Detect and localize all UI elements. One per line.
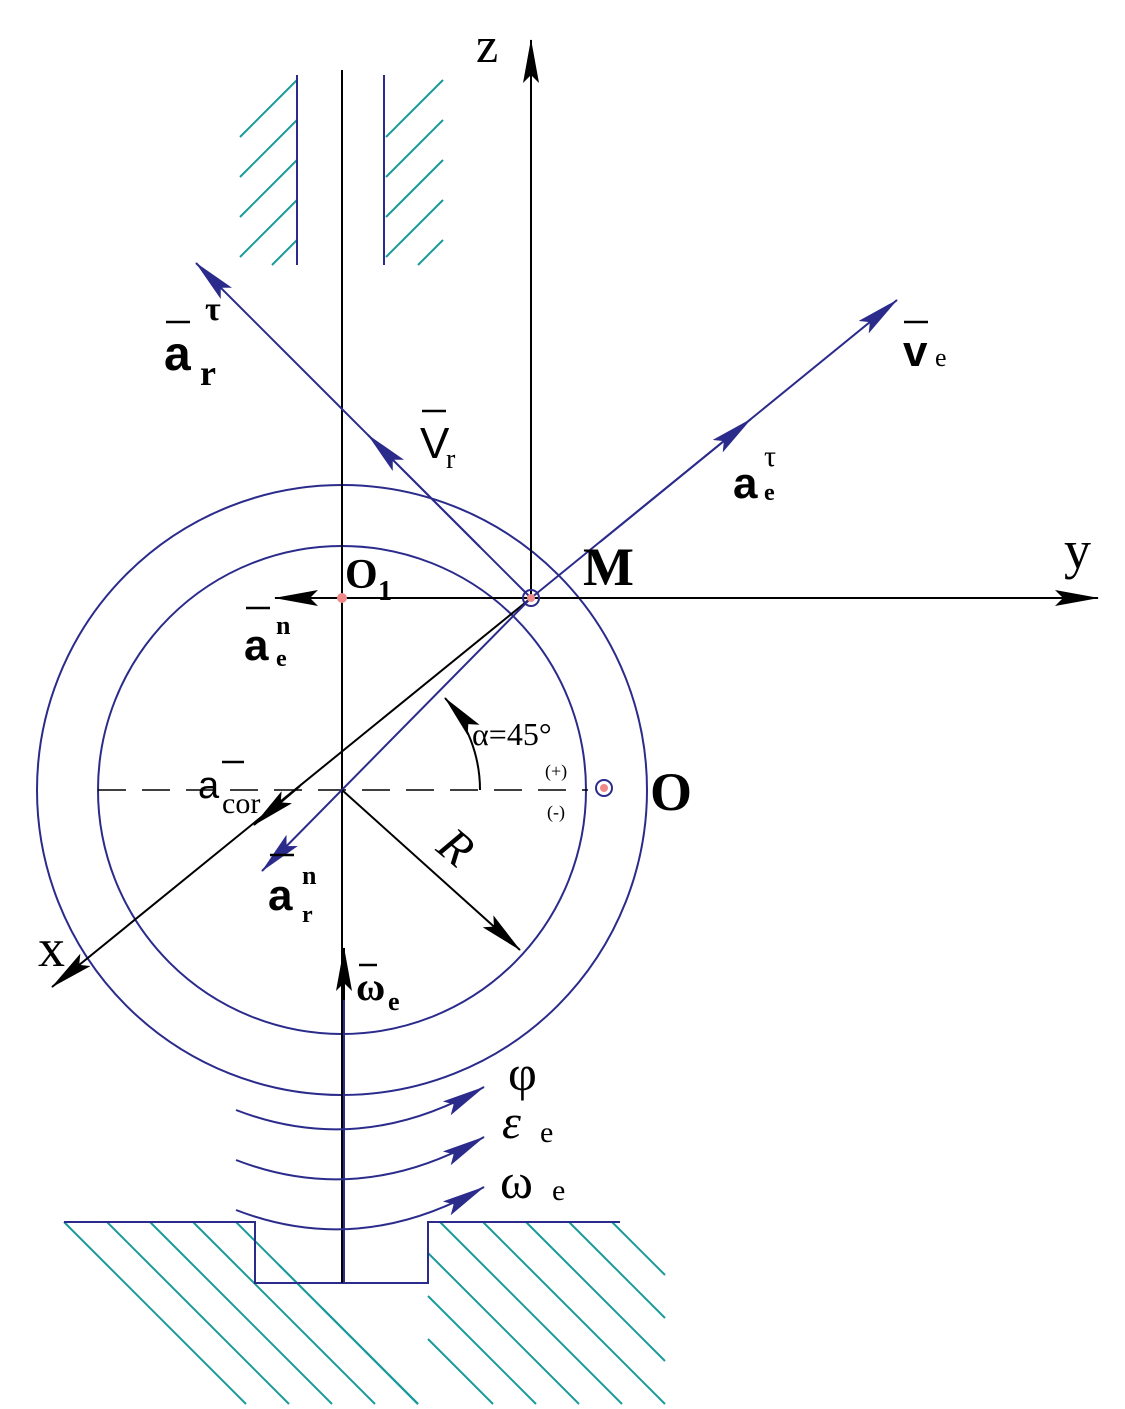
- point-o-marker: [600, 784, 608, 792]
- point-o1-label: O: [345, 552, 378, 598]
- point-m-label: M: [583, 537, 634, 597]
- a-cor-subscript: cor: [222, 787, 260, 820]
- a-r-tau-label: a: [164, 328, 191, 381]
- point-o-label: O: [650, 762, 692, 822]
- z-axis-label: z: [476, 17, 498, 73]
- radius-label: R: [427, 817, 484, 877]
- a-r-n-vector: [261, 597, 532, 872]
- v-e-label: v: [903, 327, 928, 376]
- omega-arc: [235, 1186, 485, 1231]
- a-r-tau-subscript: r: [200, 353, 216, 393]
- a-e-tau-subscript: e: [764, 480, 775, 506]
- point-m-marker: [527, 594, 535, 602]
- point-o1-marker: [337, 593, 347, 603]
- phi-arc: [235, 1086, 485, 1131]
- omega-e-vector-subscript: e: [388, 987, 400, 1016]
- a-r-n-superscript: n: [302, 861, 317, 890]
- ground-hatching: [63, 1221, 666, 1405]
- omega-label: ω: [500, 1153, 533, 1209]
- a-cor-label: a: [198, 765, 220, 807]
- omega-subscript: e: [552, 1174, 565, 1207]
- point-m-ring: [522, 589, 540, 607]
- v-r-subscript: r: [446, 444, 456, 475]
- a-r-n-subscript: r: [302, 902, 313, 928]
- epsilon-subscript: e: [540, 1116, 553, 1149]
- plus-sign-label: (+): [545, 761, 567, 782]
- x-axis-label: x: [38, 918, 65, 978]
- top-guide-walls: [296, 75, 385, 265]
- v-r-vector: [367, 434, 481, 548]
- v-r-label: V: [420, 419, 450, 468]
- a-e-tau-vector: [599, 418, 752, 543]
- minus-sign-label: (-): [547, 802, 565, 823]
- top-guide-hatching: [239, 79, 444, 266]
- vector-overbars: [166, 320, 928, 967]
- a-r-n-label: a: [268, 871, 293, 920]
- a-r-tau-superscript: τ: [205, 291, 221, 328]
- angle-alpha-label: α=45°: [472, 716, 552, 752]
- radius-dimension: [341, 789, 521, 951]
- a-cor-vector: [253, 785, 301, 826]
- epsilon-label: ε: [502, 1096, 521, 1149]
- omega-e-vector-label: ω: [356, 964, 385, 1009]
- v-e-subscript: e: [935, 343, 947, 372]
- y-axis-label: y: [1064, 520, 1091, 580]
- epsilon-arc: [235, 1136, 485, 1181]
- a-e-tau-superscript: τ: [764, 440, 776, 473]
- a-e-n-subscript: e: [276, 646, 287, 672]
- alpha-arc: [444, 697, 482, 791]
- point-o1-subscript: 1: [378, 576, 392, 607]
- a-e-tau-label: a: [733, 459, 758, 508]
- point-o-ring: [595, 779, 613, 797]
- phi-label: φ: [508, 1045, 537, 1101]
- a-e-n-label: a: [244, 621, 269, 670]
- a-e-n-superscript: n: [276, 611, 291, 640]
